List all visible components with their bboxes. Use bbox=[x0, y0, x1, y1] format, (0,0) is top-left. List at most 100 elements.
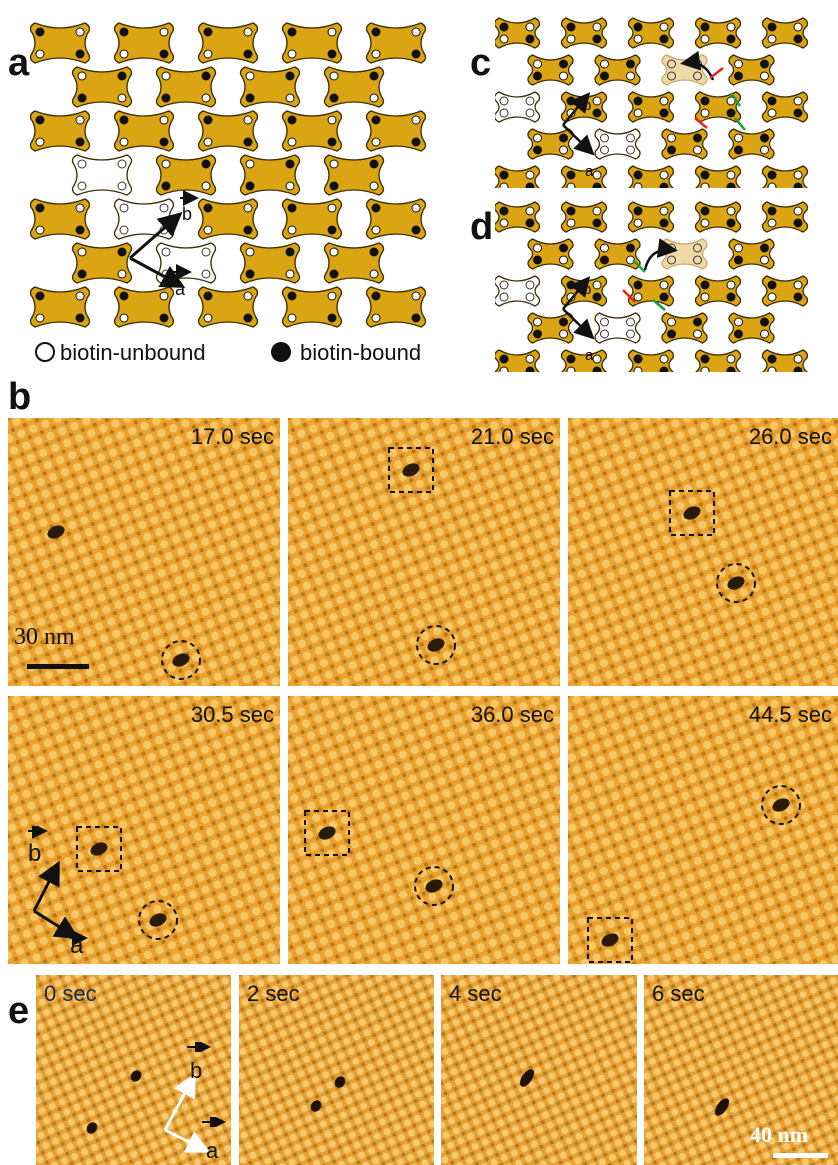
streptavidin-vacancy bbox=[334, 1076, 346, 1088]
streptavidin-tetramer bbox=[661, 128, 708, 160]
streptavidin-tetramer bbox=[495, 201, 541, 233]
scale-bar-label-e: 40 nm bbox=[750, 1122, 809, 1147]
streptavidin-tetramer bbox=[694, 349, 742, 372]
streptavidin-tetramer bbox=[197, 286, 259, 328]
streptavidin-tetramer bbox=[694, 165, 742, 188]
lattice-diagram-a: ba bbox=[30, 22, 427, 328]
streptavidin-tetramer bbox=[155, 154, 217, 196]
streptavidin-vacancy bbox=[425, 879, 443, 893]
vector-a-label-d: a bbox=[585, 347, 594, 364]
streptavidin-tetramer bbox=[71, 242, 133, 284]
panel-label-e: e bbox=[8, 990, 30, 1032]
streptavidin-tetramer bbox=[281, 198, 343, 240]
streptavidin-tetramer bbox=[627, 17, 675, 49]
streptavidin-tetramer bbox=[761, 17, 809, 49]
streptavidin-tetramer bbox=[761, 349, 809, 372]
streptavidin-tetramer bbox=[71, 66, 133, 108]
streptavidin-vacancy bbox=[772, 798, 790, 812]
streptavidin-tetramer bbox=[197, 110, 259, 152]
streptavidin-tetramer bbox=[527, 54, 574, 86]
scale-bar-label-b: 30 nm bbox=[14, 624, 75, 650]
afm-frame-b-6: 44.5 sec bbox=[568, 696, 838, 964]
afm-frame-b-3: 26.0 sec bbox=[568, 418, 838, 686]
frame-time-label: 0 sec bbox=[44, 981, 97, 1006]
streptavidin-tetramer bbox=[661, 312, 708, 344]
streptavidin-tetramer bbox=[30, 198, 91, 240]
vector-b-label-a: b bbox=[182, 204, 192, 224]
streptavidin-tetramer bbox=[694, 201, 742, 233]
frame-time-label: 26.0 sec bbox=[748, 424, 832, 449]
frame-time-label: 6 sec bbox=[652, 981, 705, 1006]
streptavidin-tetramer bbox=[365, 286, 427, 328]
vector-b-label-d: b bbox=[583, 281, 591, 298]
streptavidin-vacancy bbox=[519, 1069, 535, 1087]
afm-frame-b-5: 36.0 sec bbox=[288, 696, 560, 964]
streptavidin-tetramer bbox=[281, 286, 343, 328]
vector-b-label-c: b bbox=[583, 97, 591, 114]
streptavidin-tetramer bbox=[281, 110, 343, 152]
frame-time-label: 36.0 sec bbox=[470, 702, 554, 727]
streptavidin-vacancy bbox=[149, 913, 167, 927]
streptavidin-tetramer bbox=[728, 238, 775, 270]
lattice-diagram-d: ba bbox=[495, 201, 809, 372]
frame-time-label: 2 sec bbox=[247, 981, 300, 1006]
vector-a-label-c: a bbox=[585, 163, 594, 180]
streptavidin-vacancy bbox=[47, 525, 65, 539]
streptavidin-tetramer bbox=[495, 17, 541, 49]
streptavidin-vacancy bbox=[130, 1070, 142, 1082]
vacancy-outline bbox=[495, 275, 541, 307]
frame-time-label: 17.0 sec bbox=[190, 424, 274, 449]
dashed-square-marker bbox=[304, 810, 350, 856]
vacancy-outline bbox=[495, 91, 541, 123]
streptavidin-tetramer bbox=[527, 128, 574, 160]
vector-a-overarrow-e bbox=[202, 1117, 226, 1127]
streptavidin-tetramer bbox=[694, 17, 742, 49]
afm-frame-e-3: 4 sec bbox=[441, 975, 637, 1165]
vacancy-outline bbox=[594, 128, 641, 160]
legend-bound-label: biotin-bound bbox=[300, 340, 422, 365]
frame-time-label: 4 sec bbox=[449, 981, 502, 1006]
scale-bar-b bbox=[27, 664, 89, 669]
vector-a-label-e: a bbox=[206, 1138, 219, 1163]
streptavidin-tetramer bbox=[239, 242, 301, 284]
streptavidin-tetramer bbox=[560, 201, 608, 233]
moving-tetramer-ghost bbox=[661, 238, 708, 270]
streptavidin-tetramer bbox=[728, 54, 775, 86]
streptavidin-vacancy bbox=[683, 506, 701, 520]
legend-unbound-label: biotin-unbound bbox=[60, 340, 206, 365]
streptavidin-tetramer bbox=[365, 198, 427, 240]
vacancy-outline bbox=[71, 154, 133, 196]
streptavidin-tetramer bbox=[761, 275, 809, 307]
streptavidin-tetramer bbox=[197, 198, 259, 240]
streptavidin-tetramer bbox=[527, 238, 574, 270]
streptavidin-vacancy bbox=[318, 826, 336, 840]
streptavidin-tetramer bbox=[239, 154, 301, 196]
streptavidin-tetramer bbox=[761, 91, 809, 123]
streptavidin-tetramer bbox=[627, 275, 675, 307]
afm-frame-e-4: 6 sec bbox=[644, 975, 838, 1165]
streptavidin-tetramer bbox=[728, 312, 775, 344]
vacancy-outline bbox=[594, 312, 641, 344]
streptavidin-tetramer bbox=[281, 22, 343, 64]
streptavidin-tetramer bbox=[728, 128, 775, 160]
streptavidin-tetramer bbox=[30, 110, 91, 152]
panel-label-d: d bbox=[470, 206, 494, 248]
streptavidin-tetramer bbox=[560, 165, 608, 188]
lattice-vectors-b bbox=[28, 826, 88, 946]
scale-bar-e bbox=[773, 1153, 828, 1158]
streptavidin-tetramer bbox=[197, 22, 259, 64]
streptavidin-vacancy bbox=[714, 1098, 730, 1116]
streptavidin-vacancy bbox=[427, 638, 445, 652]
legend-bound-marker bbox=[271, 342, 291, 362]
lattice-diagram-c: ba bbox=[495, 17, 809, 188]
vector-b-overarrow-e bbox=[187, 1042, 211, 1052]
streptavidin-tetramer bbox=[594, 54, 641, 86]
lattice-vectors-e bbox=[163, 1072, 211, 1153]
panel-label-c: c bbox=[470, 42, 492, 84]
dashed-square-marker bbox=[388, 447, 434, 493]
afm-frame-e-2: 2 sec bbox=[239, 975, 434, 1165]
dashed-circle-marker bbox=[716, 563, 756, 603]
dashed-circle-marker bbox=[414, 866, 454, 906]
dashed-circle-marker bbox=[138, 900, 178, 940]
streptavidin-vacancy bbox=[172, 653, 190, 667]
